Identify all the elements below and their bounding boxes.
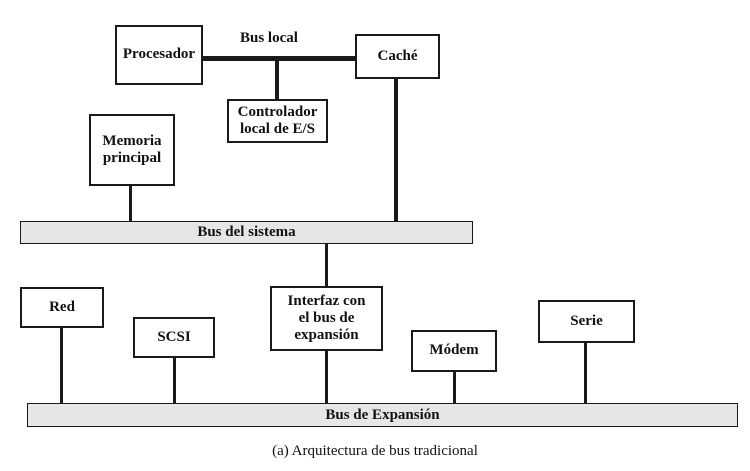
connector-memoria-to-system-bus (129, 185, 132, 224)
connector-bus-local-to-controlador (275, 58, 279, 100)
box-procesador[interactable]: Procesador (115, 25, 203, 85)
connector-serie-to-expansion-bus (584, 341, 587, 405)
box-memoria-label-line1: Memoria (102, 132, 162, 149)
connector-red-to-expansion-bus (60, 327, 63, 405)
box-interfaz-label-line2: el bus de (298, 309, 355, 326)
box-interfaz-label-line1: Interfaz con (287, 292, 366, 309)
box-scsi-label: SCSI (157, 328, 191, 345)
box-modem-label: Módem (429, 342, 479, 359)
box-controlador-label-line1: Controlador (237, 103, 318, 120)
box-serie[interactable]: Serie (538, 300, 635, 343)
figure-caption: (a) Arquitectura de bus tradicional (272, 443, 478, 459)
box-interfaz-bus-expansion[interactable]: Interfaz con el bus de expansión (270, 286, 383, 351)
box-controlador-local-es[interactable]: Controlador local de E/S (227, 99, 328, 143)
connector-cache-to-system-bus (394, 78, 398, 224)
box-serie-label: Serie (570, 312, 603, 329)
box-memoria-label-line2: principal (102, 150, 162, 166)
box-procesador-label: Procesador (122, 46, 196, 63)
bus-de-expansion-bar[interactable]: Bus de Expansión (27, 403, 738, 427)
bus-del-sistema-bar[interactable]: Bus del sistema (20, 221, 473, 244)
box-scsi[interactable]: SCSI (133, 317, 215, 358)
connector-interfaz-to-expansion-bus (325, 350, 328, 405)
bus-local-label: Bus local (240, 30, 298, 46)
box-interfaz-label-line3: expansión (294, 327, 359, 344)
box-red-label: Red (49, 298, 75, 315)
bus-local-line (201, 56, 357, 61)
box-controlador-label-line2: local de E/S (239, 121, 315, 137)
box-memoria-principal[interactable]: Memoria principal (89, 114, 175, 186)
box-cache-label: Caché (377, 47, 418, 64)
box-cache[interactable]: Caché (355, 34, 440, 79)
bus-de-expansion-label: Bus de Expansión (325, 406, 440, 423)
bus-del-sistema-label: Bus del sistema (197, 224, 296, 240)
box-modem[interactable]: Módem (411, 330, 497, 372)
box-red[interactable]: Red (20, 287, 104, 328)
connector-scsi-to-expansion-bus (173, 358, 176, 405)
connector-modem-to-expansion-bus (453, 371, 456, 405)
connector-system-bus-to-interfaz (325, 241, 328, 288)
